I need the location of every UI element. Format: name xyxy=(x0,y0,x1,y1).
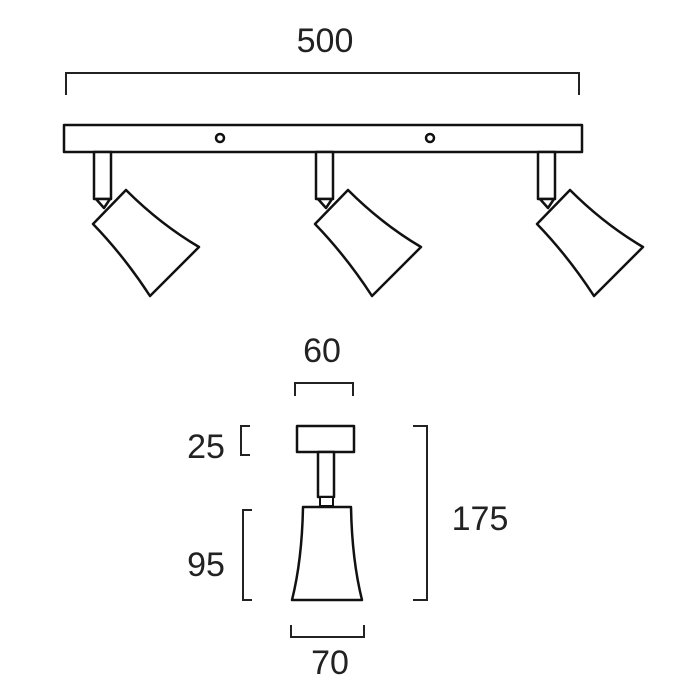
lamp-shade xyxy=(313,188,423,298)
lamp-shade xyxy=(290,505,364,602)
length-label: 500 xyxy=(297,22,354,60)
base-width-bracket xyxy=(294,382,354,396)
spot-stem xyxy=(536,150,557,201)
length-dimension-bracket xyxy=(65,72,580,95)
base-width-label: 60 xyxy=(303,332,341,370)
spotlight xyxy=(535,150,645,298)
total-height-bracket xyxy=(413,425,428,601)
base-height-label: 25 xyxy=(187,428,225,466)
screw-hole xyxy=(424,132,436,144)
screw-hole xyxy=(214,132,226,144)
shade-height-label: 95 xyxy=(187,546,225,584)
swivel-joint xyxy=(316,197,334,210)
spotlight xyxy=(313,150,423,298)
spot-stem xyxy=(314,150,335,201)
mounting-bar xyxy=(62,123,584,154)
base-height-bracket xyxy=(240,425,250,456)
shade-width-label: 70 xyxy=(311,644,349,682)
swivel-joint xyxy=(319,496,334,507)
total-height-label: 175 xyxy=(452,500,509,538)
ceiling-base xyxy=(295,424,356,454)
spot-stem xyxy=(92,150,113,201)
shade-height-bracket xyxy=(242,509,252,601)
swivel-joint xyxy=(538,197,556,210)
shade-width-bracket xyxy=(290,625,365,638)
lamp-shade xyxy=(91,188,201,298)
swivel-joint xyxy=(94,197,112,210)
lamp-shade xyxy=(535,188,645,298)
spotlight xyxy=(91,150,201,298)
spot-stem xyxy=(316,450,336,499)
